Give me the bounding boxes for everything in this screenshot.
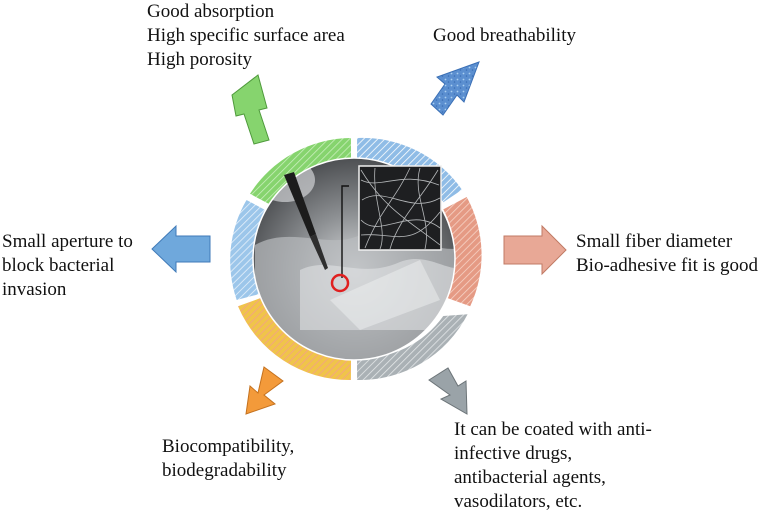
ring-segment-light-blue (230, 200, 267, 300)
green-arrow-icon (231, 74, 270, 145)
label-left: Small aperture to block bacterial invasi… (2, 230, 133, 302)
label-top-left: Good absorption High specific surface ar… (147, 0, 345, 72)
text-invasion: invasion (2, 279, 67, 300)
text-good-breathability: Good breathability (433, 25, 576, 46)
ring-segment-green (250, 138, 351, 205)
gray-arrow-icon (428, 367, 468, 415)
sem-inset-image (358, 165, 442, 251)
target-circle-icon (330, 273, 350, 293)
text-good-absorption: Good absorption (147, 1, 275, 22)
left-blue-arrow-icon (151, 224, 211, 274)
needle-icon (284, 172, 328, 270)
label-bottom-left: Biocompatibility, biodegradability (162, 435, 294, 483)
text-vasodilators: vasodilators, etc. (454, 491, 583, 512)
text-high-porosity: High porosity (147, 49, 253, 70)
text-coated-anti: It can be coated with anti- (454, 419, 652, 440)
label-bottom-right: It can be coated with anti- infective dr… (454, 418, 652, 514)
ring-segment-gray (357, 314, 468, 381)
text-high-specific-surface-area: High specific surface area (147, 25, 345, 46)
text-antibacterial-agents: antibacterial agents, (454, 467, 606, 488)
label-right: Small fiber diameter Bio-adhesive fit is… (576, 230, 758, 278)
text-small-aperture: Small aperture to (2, 231, 133, 252)
text-biodegradability: biodegradability (162, 460, 287, 481)
orange-arrow-icon (245, 366, 284, 415)
text-bio-adhesive-fit: Bio-adhesive fit is good (576, 255, 759, 276)
label-top-right: Good breathability (433, 24, 576, 48)
text-small-fiber-diameter: Small fiber diameter (576, 231, 733, 252)
blue-arrow-icon (430, 61, 480, 116)
text-infective-drugs: infective drugs, (454, 443, 573, 464)
text-block-bacterial: block bacterial (2, 255, 115, 276)
electrospinning-photo (253, 158, 455, 360)
salmon-arrow-icon (503, 224, 567, 276)
text-biocompatibility: Biocompatibility, (162, 436, 295, 457)
